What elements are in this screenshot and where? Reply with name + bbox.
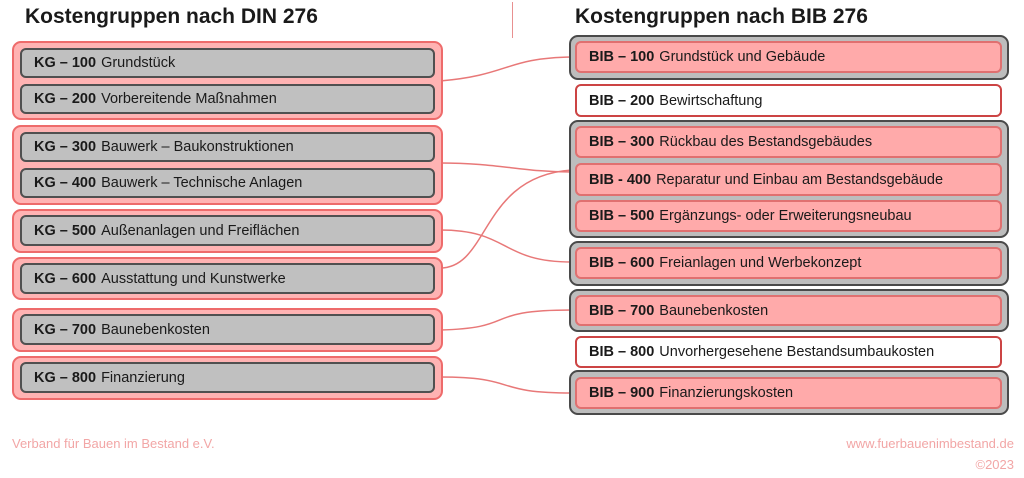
bib-400-code: BIB - 400 bbox=[589, 171, 652, 188]
din-kg-100[interactable]: KG – 100 Grundstück bbox=[20, 48, 435, 78]
din-kg-300-code: KG – 300 bbox=[34, 139, 97, 155]
din-kg-600-code: KG – 600 bbox=[34, 270, 97, 287]
bib-100[interactable]: BIB – 100 Grundstück und Gebäude bbox=[575, 41, 1002, 73]
din-kg-700-label: Baunebenkosten bbox=[101, 321, 210, 338]
bib-200-code: BIB – 200 bbox=[589, 92, 655, 109]
bib-276-title: Kostengruppen nach BIB 276 bbox=[575, 5, 868, 28]
bib-300-label: Rückbau des Bestandsgebäudes bbox=[659, 134, 873, 150]
bib-800-label: Unvorhergesehene Bestandsumbaukosten bbox=[659, 344, 935, 360]
bib-900-code: BIB – 900 bbox=[589, 385, 655, 401]
connector-kg100-200-to-bib100 bbox=[439, 56, 573, 82]
bib-100-label: Grundstück und Gebäude bbox=[659, 49, 826, 65]
din-kg-800-label: Finanzierung bbox=[101, 369, 185, 386]
bib-200[interactable]: BIB – 200 Bewirtschaftung bbox=[575, 84, 1002, 117]
din-kg-700[interactable]: KG – 700 Baunebenkosten bbox=[20, 314, 435, 345]
footer-copyright: ©2023 bbox=[975, 457, 1015, 472]
din-kg-400[interactable]: KG – 400 Bauwerk – Technische Anlagen bbox=[20, 168, 435, 198]
din-kg-400-label: Bauwerk – Technische Anlagen bbox=[101, 175, 303, 191]
din-kg-200-code: KG – 200 bbox=[34, 91, 97, 107]
din-kg-100-label: Grundstück bbox=[101, 55, 176, 71]
footer-website-link[interactable]: www.fuerbauenimbestand.de bbox=[846, 436, 1014, 451]
din-kg-300-label: Bauwerk – Baukonstruktionen bbox=[101, 139, 294, 155]
bib-600-code: BIB – 600 bbox=[589, 255, 655, 271]
bib-500-code: BIB – 500 bbox=[589, 208, 655, 224]
din-kg-600[interactable]: KG – 600 Ausstattung und Kunstwerke bbox=[20, 263, 435, 294]
din-kg-200[interactable]: KG – 200 Vorbereitende Maßnahmen bbox=[20, 84, 435, 114]
connector-kg700-to-bib700 bbox=[439, 309, 573, 331]
bib-800[interactable]: BIB – 800 Unvorhergesehene Bestandsumbau… bbox=[575, 336, 1002, 368]
bib-400-label: Reparatur und Einbau am Bestandsgebäude bbox=[656, 171, 944, 188]
connector-kg500-to-bib600 bbox=[439, 229, 573, 263]
bib-500-label: Ergänzungs- oder Erweiterungsneubau bbox=[659, 208, 912, 224]
bib-300-code: BIB – 300 bbox=[589, 134, 655, 150]
din-kg-200-label: Vorbereitende Maßnahmen bbox=[101, 91, 277, 107]
din-kg-700-code: KG – 700 bbox=[34, 321, 97, 338]
bib-900-label: Finanzierungskosten bbox=[659, 385, 794, 401]
din-kg-500[interactable]: KG – 500 Außenanlagen und Freiflächen bbox=[20, 215, 435, 246]
din-kg-500-code: KG – 500 bbox=[34, 222, 97, 239]
bib-600[interactable]: BIB – 600 Freianlagen und Werbekonzept bbox=[575, 247, 1002, 279]
din-kg-100-code: KG – 100 bbox=[34, 55, 97, 71]
bib-100-code: BIB – 100 bbox=[589, 49, 655, 65]
connector-kg300-400-to-bib300-500 bbox=[439, 162, 573, 173]
bib-700[interactable]: BIB – 700 Baunebenkosten bbox=[575, 295, 1002, 326]
din-kg-400-code: KG – 400 bbox=[34, 175, 97, 191]
din-kg-500-label: Außenanlagen und Freiflächen bbox=[101, 222, 300, 239]
bib-400[interactable]: BIB - 400 Reparatur und Einbau am Bestan… bbox=[575, 163, 1002, 196]
din-276-title: Kostengruppen nach DIN 276 bbox=[25, 5, 318, 28]
din-kg-800[interactable]: KG – 800 Finanzierung bbox=[20, 362, 435, 393]
din-kg-300[interactable]: KG – 300 Bauwerk – Baukonstruktionen bbox=[20, 132, 435, 162]
connector-kg600-to-bib300-500 bbox=[439, 169, 573, 269]
connector-kg800-to-bib900 bbox=[439, 376, 573, 394]
column-divider bbox=[512, 2, 513, 38]
din-kg-600-label: Ausstattung und Kunstwerke bbox=[101, 270, 286, 287]
bib-300[interactable]: BIB – 300 Rückbau des Bestandsgebäudes bbox=[575, 126, 1002, 158]
bib-900[interactable]: BIB – 900 Finanzierungskosten bbox=[575, 377, 1002, 409]
footer-organization: Verband für Bauen im Bestand e.V. bbox=[12, 436, 215, 451]
bib-600-label: Freianlagen und Werbekonzept bbox=[659, 255, 862, 271]
bib-800-code: BIB – 800 bbox=[589, 344, 655, 360]
bib-700-code: BIB – 700 bbox=[589, 302, 655, 319]
bib-700-label: Baunebenkosten bbox=[659, 302, 769, 319]
din-kg-800-code: KG – 800 bbox=[34, 369, 97, 386]
bib-200-label: Bewirtschaftung bbox=[659, 92, 763, 109]
bib-500[interactable]: BIB – 500 Ergänzungs- oder Erweiterungsn… bbox=[575, 200, 1002, 232]
